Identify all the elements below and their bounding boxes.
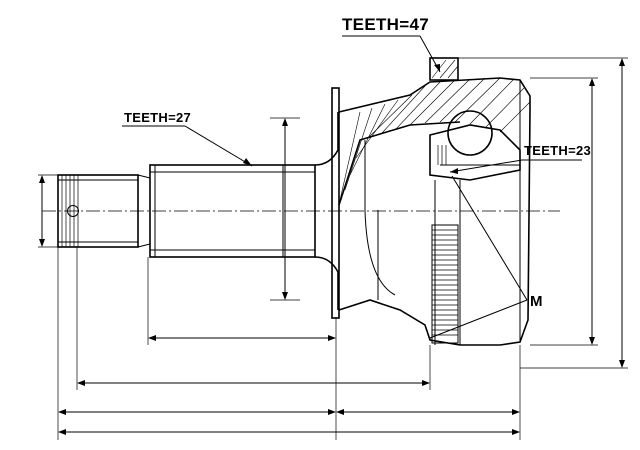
dimensions [38,57,628,440]
inner-race [429,124,521,181]
housing-inner-top [338,121,461,206]
abs-tone-ring [431,224,459,344]
shaft-neck-top [314,112,339,166]
leader-teeth-23 [449,159,523,173]
housing-top-contour [338,77,531,113]
stub-shaft-body [57,174,139,248]
housing-hatch-top [339,77,531,201]
ball [447,110,493,156]
leader-m [451,175,528,301]
inner-spline-teeth [437,145,447,165]
label-teeth-23: TEETH=23 [524,143,591,158]
stub-hole [67,205,79,217]
label-teeth-47: TEETH=47 [342,15,429,34]
label-teeth-27: TEETH=27 [124,110,191,125]
leader-teeth-27 [184,125,253,167]
label-m: M [530,293,543,310]
housing-inner-bottom [364,209,396,296]
stub-shaft [57,174,151,248]
shaft-neck-bottom [314,256,339,310]
outer-housing [338,57,531,346]
splined-shaft-body [149,164,316,258]
leader-m-2 [429,299,528,339]
splined-shaft [149,112,339,310]
teeth-47-block [429,57,459,81]
leaders [122,35,582,339]
housing-bottom-contour [338,299,461,346]
